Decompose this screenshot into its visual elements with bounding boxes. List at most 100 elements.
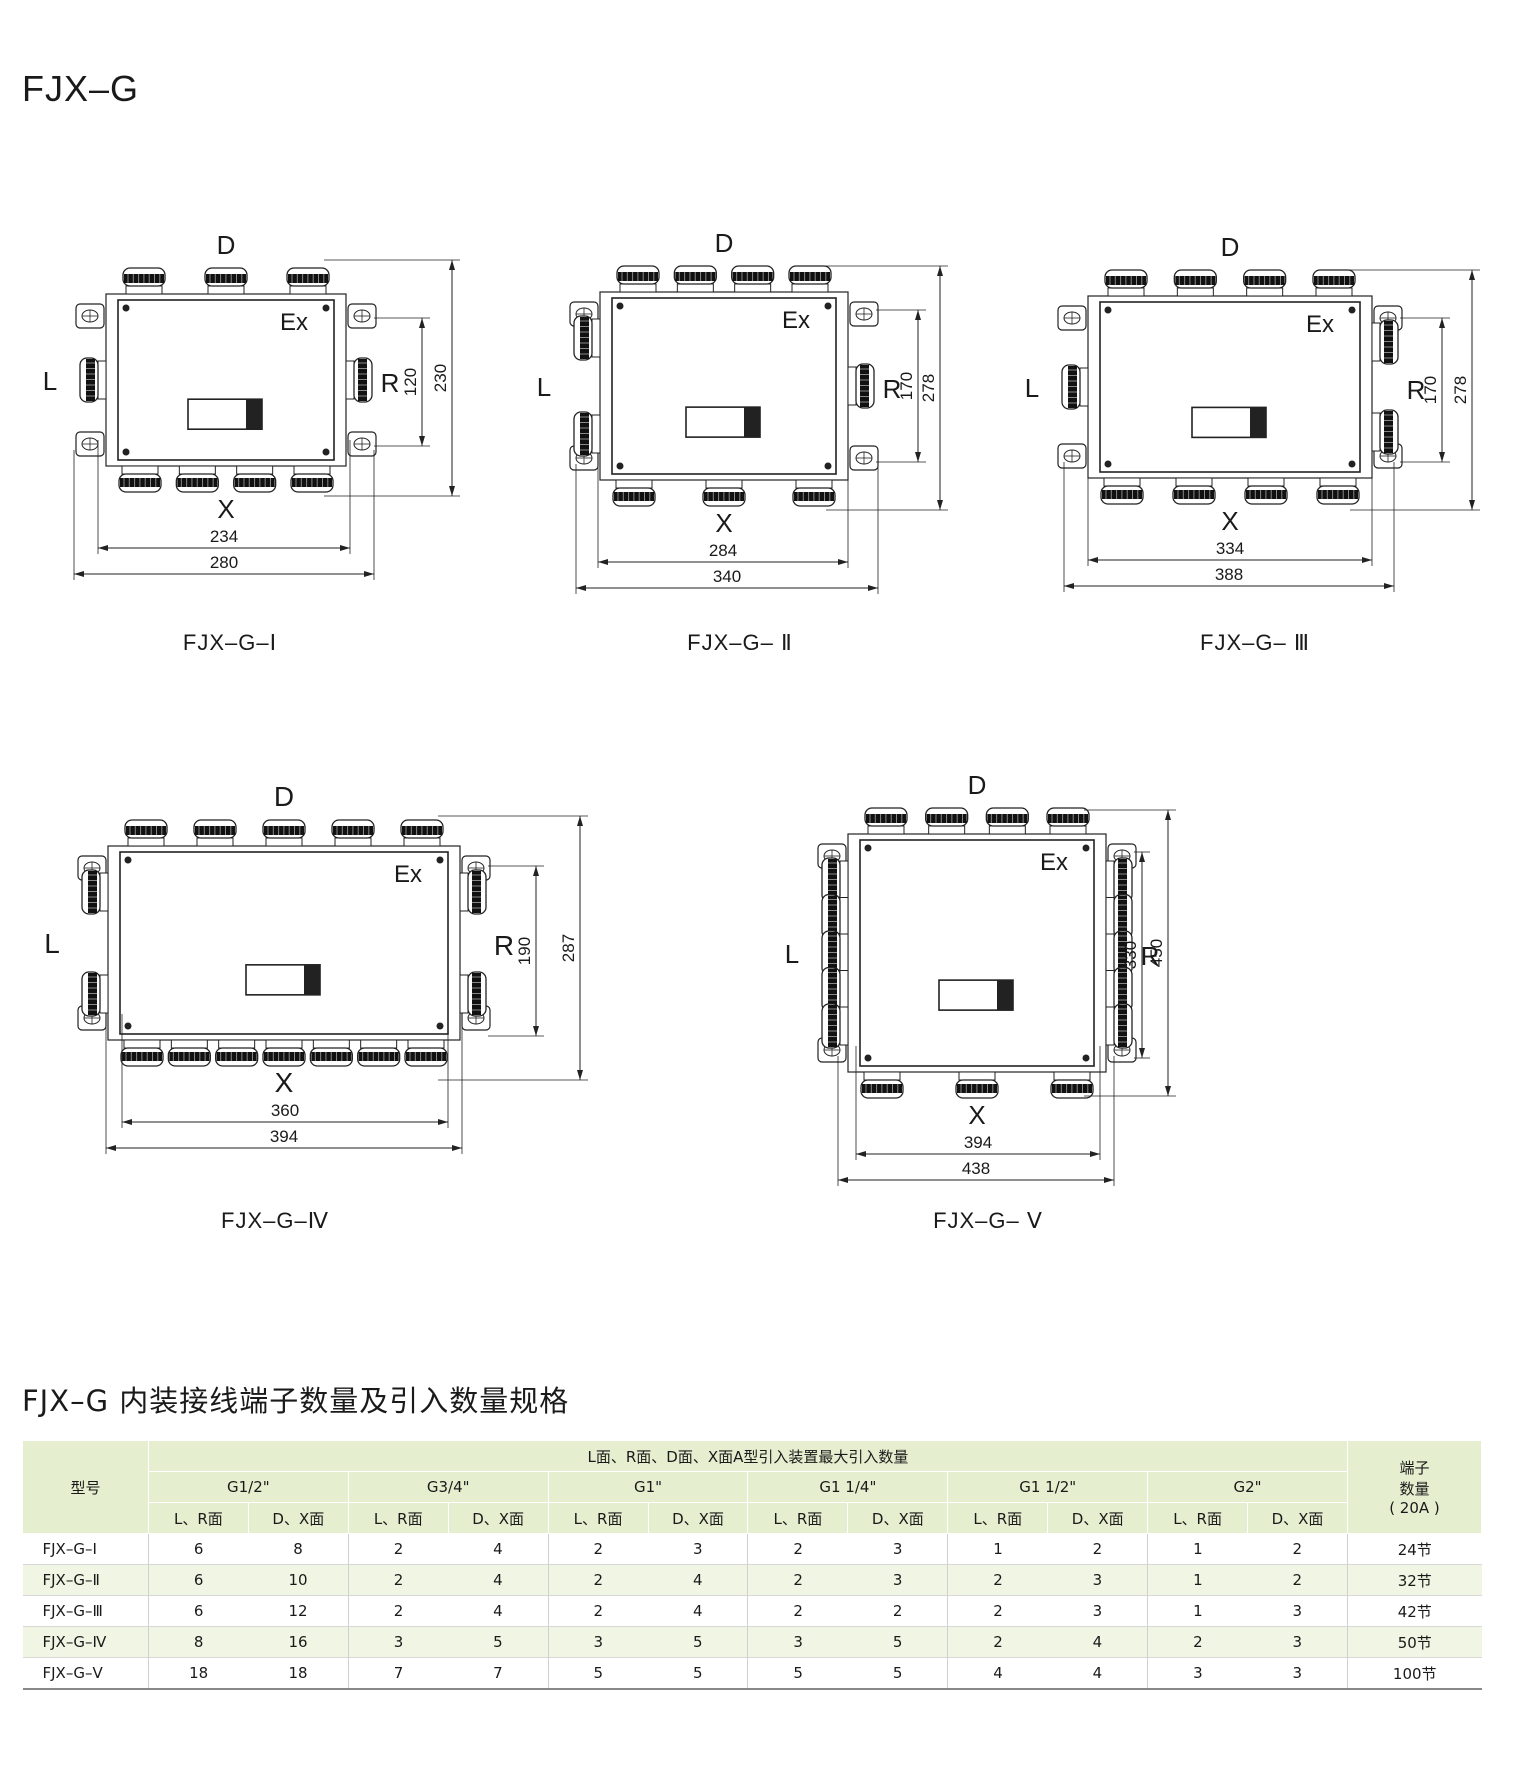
screw-icon [436, 1022, 444, 1030]
cell-value: 1 [1147, 1533, 1248, 1565]
cell-model: FJX–G–Ⅲ [22, 1595, 149, 1627]
cell-value: 3 [1247, 1626, 1348, 1658]
cell-value: 3 [1047, 1595, 1148, 1627]
face-label-bottom: X [715, 508, 732, 538]
dim-width-inner: 360 [271, 1101, 299, 1120]
cell-value: 7 [347, 1657, 449, 1690]
cell-value: 1 [947, 1533, 1048, 1565]
cell-value: 3 [1247, 1657, 1348, 1690]
ex-mark: Ex [782, 307, 810, 334]
dim-height-outer: 287 [559, 934, 578, 962]
dim-height-inner: 120 [401, 368, 420, 396]
face-label-left: L [785, 939, 799, 969]
cell-value: 2 [947, 1564, 1048, 1596]
header-terminals-line1: 端子 [1399, 1459, 1430, 1477]
cell-value: 2 [347, 1564, 449, 1596]
ex-mark: Ex [1306, 311, 1334, 338]
cell-value: 12 [248, 1595, 349, 1627]
screw-icon [124, 1022, 132, 1030]
screw-icon [1104, 306, 1112, 314]
cell-value: 2 [847, 1595, 948, 1627]
dim-height-outer: 278 [1451, 376, 1470, 404]
dim-width-inner: 284 [709, 541, 737, 560]
cell-value: 2 [1247, 1533, 1348, 1565]
dim-height-inner: 170 [897, 372, 916, 400]
cell-value: 4 [448, 1595, 549, 1627]
dim-height-outer: 450 [1147, 939, 1166, 967]
cell-value: 5 [448, 1626, 549, 1658]
cell-value: 2 [547, 1564, 649, 1596]
header-face-lr: L、R面 [747, 1502, 849, 1534]
enclosure-body [117, 299, 335, 461]
cell-value: 3 [547, 1626, 649, 1658]
cell-value: 2 [747, 1533, 848, 1565]
face-label-bottom: X [968, 1100, 985, 1130]
dim-width-outer: 438 [962, 1159, 990, 1178]
ex-mark: Ex [280, 309, 308, 336]
drawing-label-5: FJX–G– Ⅴ [933, 1208, 1043, 1233]
dim-height-inner: 190 [515, 937, 534, 965]
face-label-top: D [217, 230, 236, 260]
cell-value: 5 [847, 1626, 948, 1658]
cell-value: 2 [1047, 1533, 1148, 1565]
cell-value: 3 [747, 1626, 848, 1658]
screw-icon [436, 856, 444, 864]
header-face-lr: L、R面 [1147, 1502, 1249, 1534]
enclosure-body [859, 839, 1095, 1067]
face-label-left: L [1025, 373, 1039, 403]
cell-value: 2 [1147, 1626, 1248, 1658]
spec-table-title: FJX–G 内装接线端子数量及引入数量规格 [22, 1384, 570, 1418]
screw-icon [824, 302, 832, 310]
cell-value: 3 [648, 1533, 748, 1565]
header-face-dx: D、X面 [847, 1502, 949, 1534]
header-face-lr: L、R面 [347, 1502, 449, 1534]
cell-value: 3 [1147, 1657, 1248, 1690]
screw-icon [1082, 1054, 1090, 1062]
cell-value: 2 [347, 1533, 449, 1565]
face-label-top: D [968, 770, 987, 800]
cell-value: 5 [747, 1657, 848, 1690]
cell-value: 8 [147, 1626, 249, 1658]
face-label-right: R [883, 374, 902, 404]
screw-icon [322, 448, 330, 456]
cell-value: 2 [947, 1626, 1048, 1658]
cell-model: FJX–G–Ⅳ [22, 1626, 149, 1658]
header-face-dx: D、X面 [647, 1502, 749, 1534]
cell-value: 5 [847, 1657, 948, 1690]
cell-value: 2 [947, 1595, 1048, 1627]
face-label-left: L [537, 372, 551, 402]
drawing-label-1: FJX–G–Ⅰ [182, 630, 278, 655]
cell-value: 4 [1047, 1657, 1148, 1690]
face-label-right: R [381, 368, 400, 398]
header-size: G1/2" [147, 1471, 349, 1503]
face-label-right: R [1407, 375, 1426, 405]
header-face-lr: L、R面 [147, 1502, 249, 1534]
screw-icon [322, 304, 330, 312]
cell-value: 2 [1247, 1564, 1348, 1596]
cell-value: 4 [448, 1564, 549, 1596]
cell-value: 1 [1147, 1595, 1248, 1627]
cell-value: 2 [747, 1564, 848, 1596]
face-label-right: R [494, 930, 514, 961]
face-label-bottom: X [275, 1067, 294, 1098]
screw-icon [1082, 844, 1090, 852]
cell-terminals: 32节 [1346, 1564, 1482, 1596]
enclosure-body [1099, 301, 1361, 473]
ex-mark: Ex [1040, 849, 1068, 876]
cell-value: 2 [747, 1595, 848, 1627]
header-model: 型号 [22, 1440, 149, 1534]
screw-icon [122, 304, 130, 312]
dim-width-outer: 280 [210, 553, 238, 572]
cell-terminals: 42节 [1346, 1595, 1482, 1627]
cell-value: 3 [847, 1533, 948, 1565]
cell-value: 4 [448, 1533, 549, 1565]
face-label-top: D [274, 781, 294, 812]
